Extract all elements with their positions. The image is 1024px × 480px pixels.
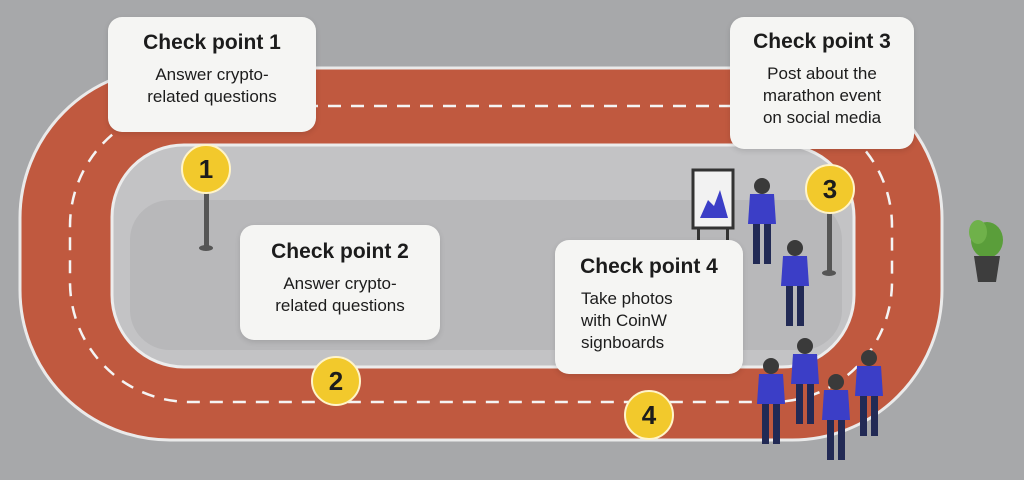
runner-icon bbox=[791, 338, 819, 424]
runner-icon bbox=[748, 178, 776, 264]
checkpoint-4-marker: 4 bbox=[624, 390, 674, 440]
runner-icon bbox=[855, 350, 883, 436]
checkpoint-1-card: Check point 1 Answer crypto- related que… bbox=[108, 17, 316, 132]
checkpoint-4-description: Take photos with CoinW signboards bbox=[581, 289, 673, 352]
checkpoint-2-card: Check point 2 Answer crypto- related que… bbox=[240, 225, 440, 340]
checkpoint-2-title: Check point 2 bbox=[271, 240, 409, 263]
potted-plant-icon bbox=[969, 220, 1003, 282]
checkpoint-3-marker: 3 bbox=[805, 164, 855, 214]
checkpoint-3-title: Check point 3 bbox=[753, 30, 891, 53]
checkpoint-1-title: Check point 1 bbox=[143, 31, 281, 54]
checkpoint-2-marker: 2 bbox=[311, 356, 361, 406]
checkpoint-3-card: Check point 3 Post about the marathon ev… bbox=[730, 17, 914, 149]
post-3 bbox=[827, 210, 832, 272]
post-1 bbox=[204, 190, 209, 246]
checkpoint-2-description: Answer crypto- related questions bbox=[275, 274, 405, 315]
runner-icon bbox=[781, 240, 809, 326]
checkpoint-3-description: Post about the marathon event on social … bbox=[762, 64, 882, 127]
signboard-icon bbox=[691, 168, 735, 240]
checkpoint-4-title: Check point 4 bbox=[580, 255, 718, 278]
checkpoint-1-marker: 1 bbox=[181, 144, 231, 194]
checkpoint-4-card: Check point 4 Take photos with CoinW sig… bbox=[555, 240, 743, 374]
runner-icon bbox=[822, 374, 850, 460]
checkpoint-1-description: Answer crypto- related questions bbox=[147, 65, 277, 106]
runner-icon bbox=[757, 358, 785, 444]
